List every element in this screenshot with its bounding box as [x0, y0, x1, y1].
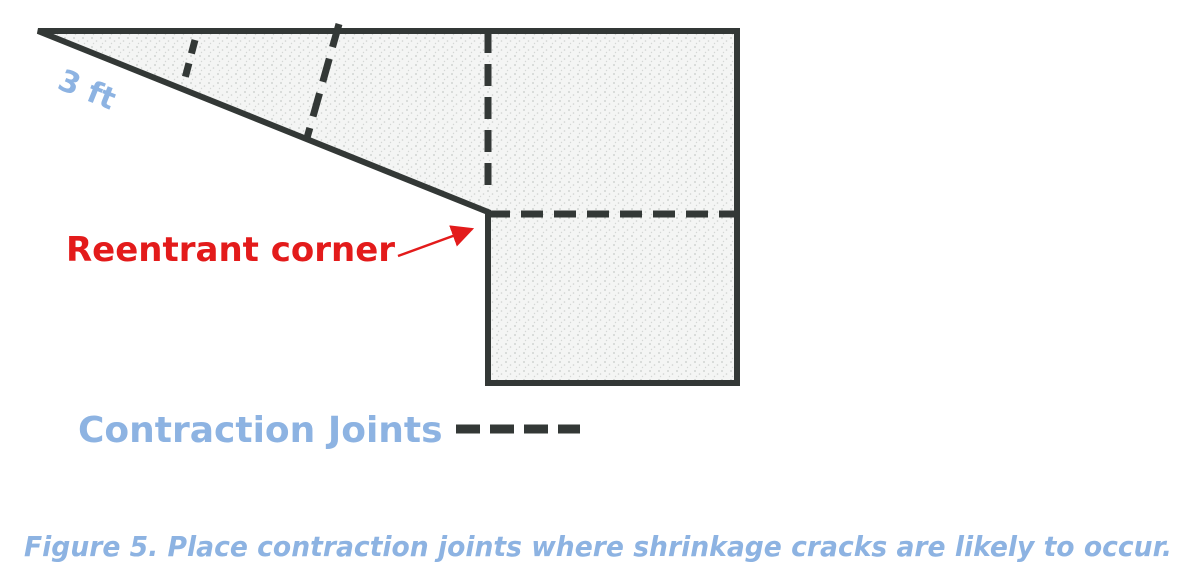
legend-label: Contraction Joints — [78, 410, 443, 451]
dimension-label: 3 ft — [53, 63, 121, 117]
joint-diagonal-long — [303, 23, 343, 139]
joint-diagonal-short — [179, 39, 199, 87]
reentrant-corner-label: Reentrant corner — [66, 230, 395, 270]
corner-arrow — [397, 225, 475, 258]
contraction-joints — [179, 23, 737, 218]
figure-caption: Figure 5. Place contraction joints where… — [24, 530, 1172, 563]
slab-outline — [36, 28, 740, 386]
